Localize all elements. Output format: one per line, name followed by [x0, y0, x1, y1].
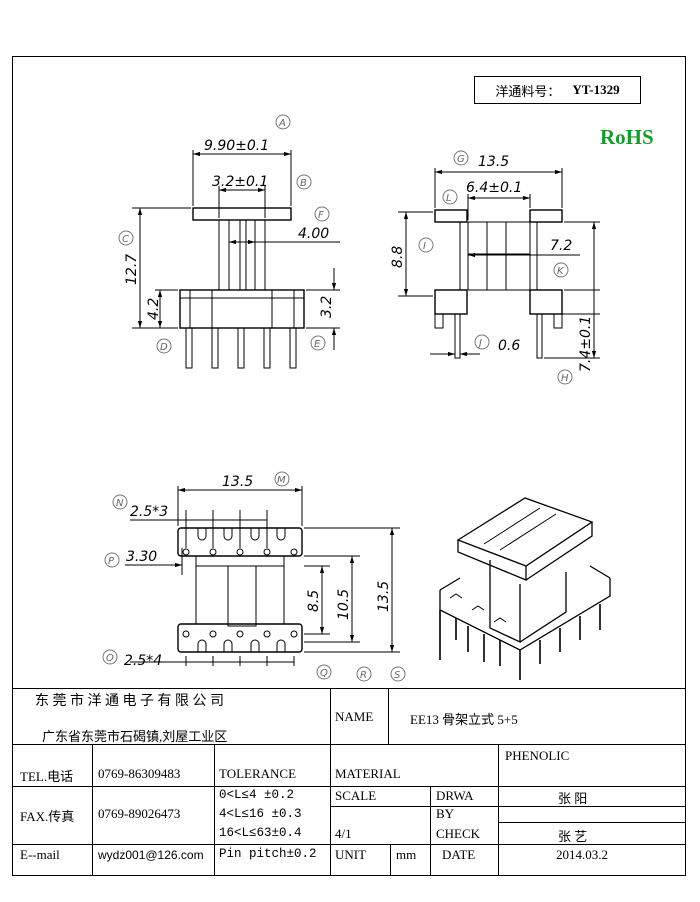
unit-label: UNIT	[335, 847, 367, 862]
dim-front-height: 12.7	[124, 254, 140, 285]
unit-value: mm	[396, 847, 417, 862]
isometric-view	[439, 497, 611, 680]
dim-core-height: 7.2	[550, 238, 572, 254]
callout-P: P	[108, 556, 115, 567]
scale-value: 4/1	[335, 826, 352, 841]
tel-label: TEL.电话	[20, 769, 74, 784]
bottom-view	[125, 486, 400, 666]
callout-G: G	[457, 154, 465, 165]
dim-base-thick: 3.2	[319, 296, 335, 318]
dim-8-5: 8.5	[306, 590, 322, 612]
scale-label: SCALE	[335, 788, 377, 803]
dim-side-inner: 6.4±0.1	[466, 180, 522, 196]
tolerance-range-3: 16<L≤63±0.4	[219, 826, 302, 840]
dim-10-5: 10.5	[336, 589, 352, 620]
date-value: 2014.03.2	[556, 847, 608, 862]
technical-drawing: 9.90±0.1 3.2±0.1 4.00 12.7 4.2 3.2 A B C…	[102, 114, 611, 682]
dim-base-height: 4.2	[146, 298, 162, 320]
dim-side-width: 13.5	[478, 154, 509, 170]
callout-Q: Q	[320, 668, 328, 679]
bottom-callouts	[102, 471, 406, 682]
dim-flange-height: 8.8	[390, 246, 406, 268]
front-callouts	[118, 114, 330, 354]
callout-R: R	[360, 670, 367, 681]
check-label: CHECK	[436, 826, 481, 841]
callout-O: O	[106, 653, 114, 664]
fax-label: FAX.传真	[20, 809, 75, 824]
name-label: NAME	[335, 709, 374, 724]
dim-13-5: 13.5	[376, 581, 392, 612]
company-address: 广东省东莞市石碣镇,刘屋工业区	[42, 729, 228, 744]
dim-core-width: 4.00	[298, 226, 329, 242]
callout-K: K	[557, 266, 565, 277]
callout-C: C	[122, 234, 129, 245]
dim-front-width: 9.90±0.1	[204, 138, 269, 154]
callout-B: B	[300, 178, 307, 189]
side-view	[398, 168, 600, 359]
callout-E: E	[314, 339, 321, 350]
drawn-by-label-2: BY	[436, 806, 455, 821]
email-value: wydz001@126.com	[98, 848, 204, 862]
side-callouts	[418, 150, 573, 385]
front-callout-letters: A B C D E F	[122, 118, 324, 353]
fax-value: 0769-89026473	[98, 806, 181, 821]
dim-pin-diameter: 0.6	[498, 338, 520, 354]
pin-row-top	[182, 528, 298, 556]
dim-pin-pitch-top: 2.5*3	[130, 504, 168, 520]
tolerance-range-2: 4<L≤16 ±0.3	[219, 807, 302, 821]
dim-row-offset: 3.30	[126, 549, 157, 565]
dim-pin-length: 7.4±0.1	[578, 316, 594, 372]
callout-J: J	[477, 338, 482, 349]
check-value: 张 艺	[558, 829, 588, 844]
callout-A: A	[278, 118, 286, 129]
callout-N: N	[116, 498, 124, 509]
part-number: YT-1329	[572, 82, 620, 97]
callout-L: L	[446, 193, 452, 204]
callout-M: M	[277, 475, 286, 486]
rohs-mark: RoHS	[600, 125, 654, 149]
tolerance-label: TOLERANCE	[219, 766, 297, 781]
company-name: 东 莞 市 洋 通 电 子 有 限 公 司	[35, 694, 224, 709]
material-value: PHENOLIC	[505, 748, 570, 763]
email-label: E--mail	[20, 847, 60, 862]
tel-value: 0769-86309483	[98, 766, 181, 781]
callout-H: H	[561, 373, 569, 384]
callout-D: D	[160, 342, 168, 353]
side-callout-letters: G L I J K H	[423, 154, 569, 384]
callout-F: F	[318, 210, 324, 221]
name-value: EE13 骨架立式 5+5	[410, 712, 518, 727]
part-number-box: 洋通料号： YT-1329	[474, 76, 641, 104]
callout-I: I	[423, 241, 426, 252]
drawn-by-label-1: DRWA	[436, 788, 474, 803]
drawing-frame	[12, 56, 686, 876]
tolerance-range-1: 0<L≤4 ±0.2	[219, 788, 295, 802]
callout-S: S	[394, 670, 401, 681]
bottom-dims: 13.5 2.5*3 3.30 8.5 10.5 13.5 2.5*4	[124, 474, 392, 669]
dim-bottom-width: 13.5	[222, 474, 253, 490]
side-dims: 13.5 6.4±0.1 8.8 7.2 0.6 7.4±0.1	[390, 154, 594, 372]
dim-front-inner: 3.2±0.1	[212, 174, 268, 190]
dim-pin-pitch-bottom: 2.5*4	[124, 653, 162, 669]
bottom-callout-letters: M N P O Q R S	[106, 475, 401, 681]
front-view	[132, 150, 340, 369]
date-label: DATE	[442, 847, 476, 862]
pin-row-bottom	[182, 630, 298, 652]
front-dims: 9.90±0.1 3.2±0.1 4.00 12.7 4.2 3.2	[124, 138, 335, 320]
tolerance-pin-pitch: Pin pitch±0.2	[219, 847, 317, 861]
part-number-label: 洋通料号：	[495, 83, 561, 99]
drawn-by-value: 张 阳	[558, 791, 588, 806]
material-label: MATERIAL	[335, 766, 401, 781]
